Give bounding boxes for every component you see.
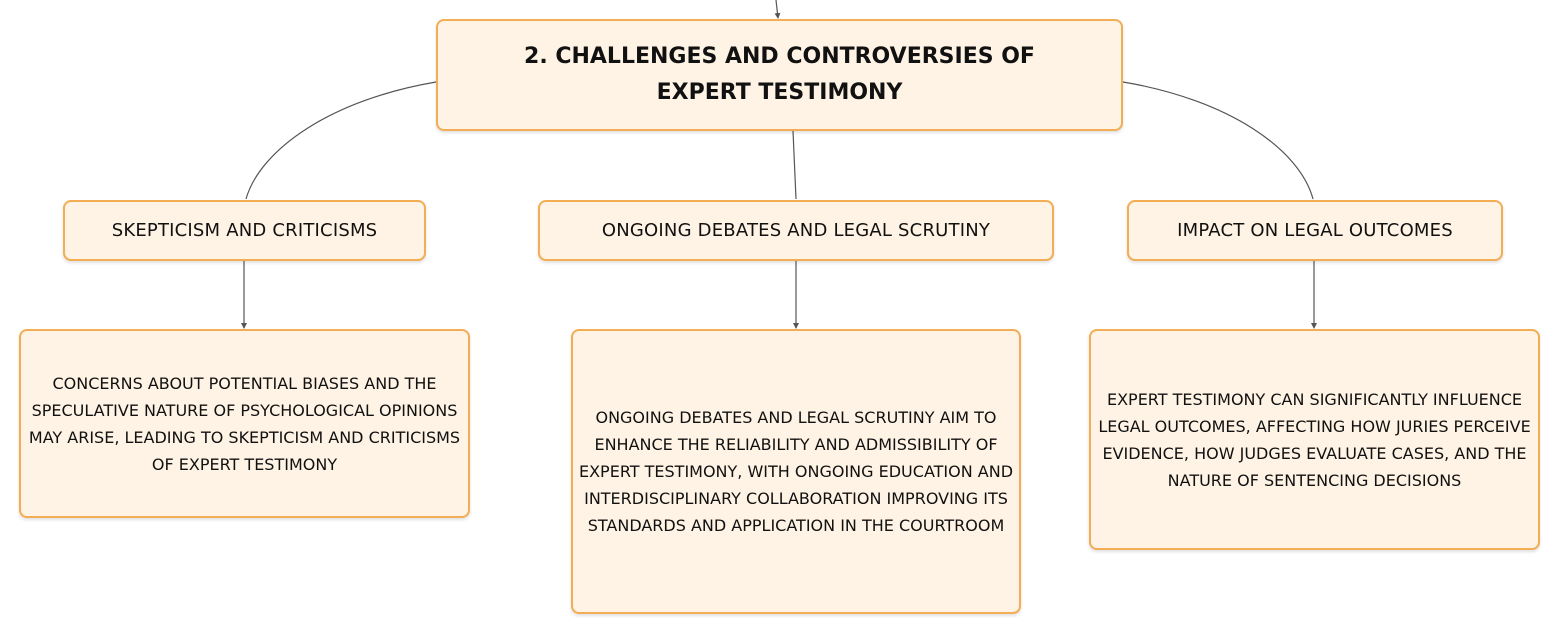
connector-root-to-debates bbox=[792, 130, 797, 200]
branch-node-skepticism[interactable]: SKEPTICISM AND CRITICISMS bbox=[63, 200, 426, 261]
detail-text: EXPERT TESTIMONY CAN SIGNIFICANTLY INFLU… bbox=[1098, 389, 1531, 490]
detail-node-skepticism[interactable]: CONCERNS ABOUT POTENTIAL BIASES AND THE … bbox=[19, 329, 470, 518]
branch-node-impact[interactable]: IMPACT ON LEGAL OUTCOMES bbox=[1127, 200, 1503, 261]
connector-root-to-impact bbox=[1122, 81, 1314, 200]
detail-node-impact[interactable]: EXPERT TESTIMONY CAN SIGNIFICANTLY INFLU… bbox=[1089, 329, 1540, 550]
branch-label: SKEPTICISM AND CRITICISMS bbox=[111, 220, 378, 241]
detail-text: CONCERNS ABOUT POTENTIAL BIASES AND THE … bbox=[28, 373, 461, 474]
branch-node-debates[interactable]: ONGOING DEBATES AND LEGAL SCRUTINY bbox=[538, 200, 1054, 261]
root-topic-title: 2. CHALLENGES AND CONTROVERSIES OF EXPER… bbox=[524, 44, 1035, 105]
detail-node-debates[interactable]: ONGOING DEBATES AND LEGAL SCRUTINY AIM T… bbox=[571, 329, 1021, 614]
connector-root-to-skepticism bbox=[245, 81, 437, 200]
incoming-connector bbox=[774, 0, 781, 19]
root-topic-node[interactable]: 2. CHALLENGES AND CONTROVERSIES OF EXPER… bbox=[436, 19, 1123, 131]
branch-label: ONGOING DEBATES AND LEGAL SCRUTINY bbox=[601, 220, 991, 241]
detail-text: ONGOING DEBATES AND LEGAL SCRUTINY AIM T… bbox=[578, 408, 1014, 535]
branch-label: IMPACT ON LEGAL OUTCOMES bbox=[1177, 220, 1453, 241]
